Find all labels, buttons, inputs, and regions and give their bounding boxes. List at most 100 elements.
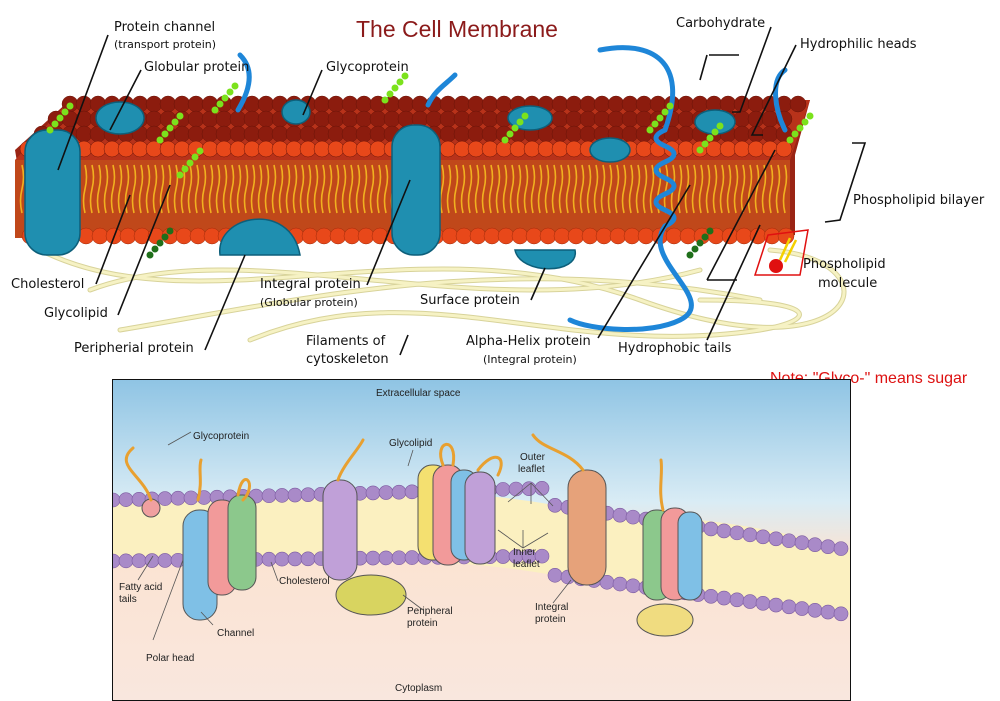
sugar-bead xyxy=(696,146,704,154)
hydrophilic-head xyxy=(173,95,191,113)
lipid-tail xyxy=(145,164,151,214)
lipid-tail xyxy=(691,164,697,214)
label-protein-channel: Protein channel xyxy=(114,20,216,35)
label-extracellular-space: Extracellular space xyxy=(376,388,461,399)
hydrophilic-head xyxy=(257,95,275,113)
hydrophilic-head xyxy=(439,125,457,143)
lipid-tail xyxy=(446,164,452,214)
label-peripheral-protein: Peripheral xyxy=(407,606,453,617)
lipid-tail xyxy=(250,164,256,214)
polar-head xyxy=(729,525,745,541)
lipid-tail xyxy=(306,164,312,214)
lipid-tail xyxy=(110,164,116,214)
hydrophilic-head xyxy=(733,140,751,158)
sugar-bead xyxy=(176,112,184,120)
lipid-tail xyxy=(243,164,249,214)
sugar-bead xyxy=(686,251,694,259)
label-peripheral-protein-2: protein xyxy=(407,618,438,629)
hydrophilic-head xyxy=(315,227,333,245)
hydrophilic-head xyxy=(679,227,697,245)
hydrophilic-head xyxy=(229,110,247,128)
sugar-bead xyxy=(176,171,184,179)
hydrophilic-head xyxy=(551,140,569,158)
lipid-tail xyxy=(173,164,179,214)
hydrophilic-head xyxy=(369,110,387,128)
hydrophilic-head xyxy=(441,227,459,245)
label-alpha-helix-protein: Alpha-Helix protein xyxy=(466,334,591,349)
hydrophilic-head xyxy=(215,140,233,158)
sugar-bead xyxy=(196,147,204,155)
lipid-tail xyxy=(271,164,277,214)
hydrophilic-head xyxy=(271,125,289,143)
polar-head xyxy=(157,553,173,568)
hydrophilic-head xyxy=(341,140,359,158)
hydrophilic-head xyxy=(747,140,765,158)
hydrophilic-head xyxy=(481,110,499,128)
lipid-tail xyxy=(530,164,536,214)
sugar-bead xyxy=(191,153,199,161)
sugar-bead xyxy=(186,159,194,167)
hydrophilic-head xyxy=(469,227,487,245)
polar-head xyxy=(703,521,719,537)
hydrophilic-head xyxy=(313,140,331,158)
lipid-tail xyxy=(726,164,732,214)
label-globular-protein: Globular protein xyxy=(144,60,250,75)
hydrophilic-head xyxy=(369,140,387,158)
polar-head xyxy=(807,537,823,552)
hydrophilic-head xyxy=(355,125,373,143)
lipid-tail xyxy=(19,164,25,214)
sugar-bead xyxy=(501,136,509,144)
hydrophilic-head xyxy=(525,227,543,245)
hydrophilic-head xyxy=(229,125,247,143)
label-channel: Channel xyxy=(217,628,255,639)
hydrophilic-head xyxy=(369,125,387,143)
hydrophilic-head xyxy=(187,110,205,128)
hydrophilic-head xyxy=(201,140,219,158)
hydrophilic-head xyxy=(691,95,709,113)
hydrophilic-head xyxy=(735,227,753,245)
lipid-tail xyxy=(677,164,683,214)
lipid-tail xyxy=(712,164,718,214)
label-phospholipid-molecule: Phospholipid xyxy=(803,257,886,272)
hydrophilic-head xyxy=(789,95,807,113)
hydrophilic-head xyxy=(551,110,569,128)
hydrophilic-head xyxy=(635,95,653,113)
sugar-bead xyxy=(646,126,654,134)
polar-head xyxy=(287,551,303,567)
sugar-bead xyxy=(786,136,794,144)
polar-head xyxy=(781,533,797,549)
sugar-bead xyxy=(706,134,714,142)
lipid-tail xyxy=(768,164,774,214)
sugar-bead xyxy=(61,108,69,116)
hydrophilic-head xyxy=(425,110,443,128)
polar-head xyxy=(833,606,849,622)
polar-head xyxy=(534,481,550,496)
hydrophilic-head xyxy=(187,95,205,113)
lipid-tail xyxy=(537,164,543,214)
hydrophilic-head xyxy=(495,140,513,158)
hydrophilic-head xyxy=(775,140,793,158)
polar-head xyxy=(768,531,784,547)
sugar-bead xyxy=(716,122,724,130)
hydrophilic-head xyxy=(327,95,345,113)
sugar-bead xyxy=(506,130,514,138)
label-integral-protein: Integral xyxy=(535,602,569,613)
sugar-bead xyxy=(171,118,179,126)
hydrophilic-head xyxy=(119,227,137,245)
hydrophilic-head xyxy=(439,95,457,113)
hydrophilic-head xyxy=(215,110,233,128)
hydrophilic-head xyxy=(551,125,569,143)
polar-head xyxy=(261,488,277,504)
polar-head xyxy=(833,541,849,556)
hydrophilic-head xyxy=(229,140,247,158)
lipid-tail xyxy=(705,164,711,214)
sugar-bead xyxy=(56,114,64,122)
hydrophilic-head xyxy=(327,125,345,143)
polar-head xyxy=(300,551,316,567)
lipid-tail xyxy=(348,164,354,214)
lipid-tail xyxy=(215,164,221,214)
hydrophilic-head xyxy=(621,110,639,128)
hydrophilic-head xyxy=(733,110,751,128)
lipid-tail xyxy=(460,164,466,214)
lipid-tail xyxy=(313,164,319,214)
